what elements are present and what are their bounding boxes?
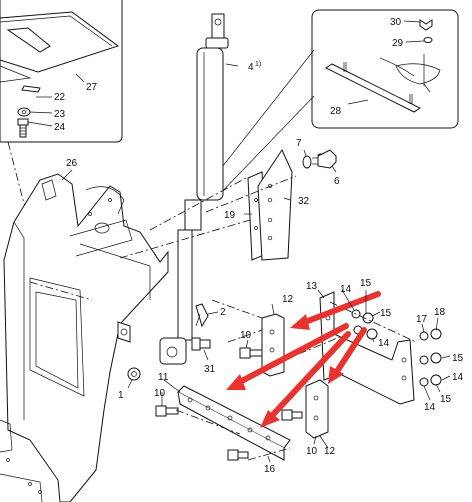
callout-10-lower-left: 10 [154,388,166,399]
red-arrows [226,291,381,428]
assembly-dashed-lines [119,175,417,461]
callout-26: 26 [66,158,78,169]
bolt-10-lower-mid [281,409,303,421]
callout-19: 19 [224,210,236,221]
plate-12-lower [305,379,329,439]
red-arrow [331,327,367,379]
callout-14-bottom: 14 [424,402,436,413]
red-arrow-head [226,374,246,390]
bolt-31 [191,337,211,351]
bracket-plates [247,148,293,261]
callout-6: 6 [334,176,340,187]
red-arrow [233,323,349,387]
detail-link-line [213,95,315,201]
callout-29: 29 [392,38,404,49]
leader-lines [61,63,451,463]
bar-11-16 [177,385,291,461]
callout-14-right: 14 [452,372,464,383]
bolt-10-lower-left [155,405,179,417]
callout-4: 4 [248,62,254,73]
red-arrow [265,331,351,423]
callout-28: 28 [330,106,342,117]
callout-15-top: 15 [360,278,372,289]
callout-12-upper: 12 [282,294,294,305]
callout-15-bottom: 15 [440,394,452,405]
callout-23: 23 [54,109,66,120]
callout-11: 11 [158,372,169,383]
callout-4-note: 1) [255,61,261,68]
bolt-6-washer-7 [302,149,337,169]
callout-1: 1 [118,390,124,401]
red-arrow-head [290,314,310,330]
callout-18: 18 [434,307,446,318]
callout-27: 27 [86,82,98,93]
callout-14-mid: 14 [378,338,390,349]
callout-31: 31 [204,364,216,375]
red-arrow-head [260,410,280,428]
washer-1 [127,367,141,381]
callout-13: 13 [306,281,318,292]
callout-7: 7 [296,138,302,149]
callout-15-mid: 15 [380,308,392,319]
callout-22: 22 [54,92,66,103]
red-arrow [297,291,381,327]
callout-24: 24 [54,122,66,133]
fasteners-group [351,309,442,387]
gas-spring [159,13,229,365]
callout-30: 30 [390,17,402,28]
bolt-bottom [227,449,249,461]
callout-16: 16 [264,464,276,475]
bolt-10-upper [239,347,263,359]
callout-10-lower-mid: 10 [306,446,318,457]
red-arrow-head [328,366,344,384]
callout-14-top: 14 [340,284,352,295]
callout-32: 32 [298,196,310,207]
callout-12-lower: 12 [324,446,336,457]
callout-15-right: 15 [452,353,464,364]
callout-17: 17 [416,314,428,325]
callout-10-upper: 10 [240,330,252,341]
main-frame [0,173,169,502]
detail-box-left [0,0,123,143]
detail-box-right [311,9,459,129]
callout-labels: 27 22 23 24 30 29 28 4 1) 7 6 26 19 32 2… [54,17,464,475]
pin-2 [195,303,209,328]
callout-2: 2 [220,307,226,318]
